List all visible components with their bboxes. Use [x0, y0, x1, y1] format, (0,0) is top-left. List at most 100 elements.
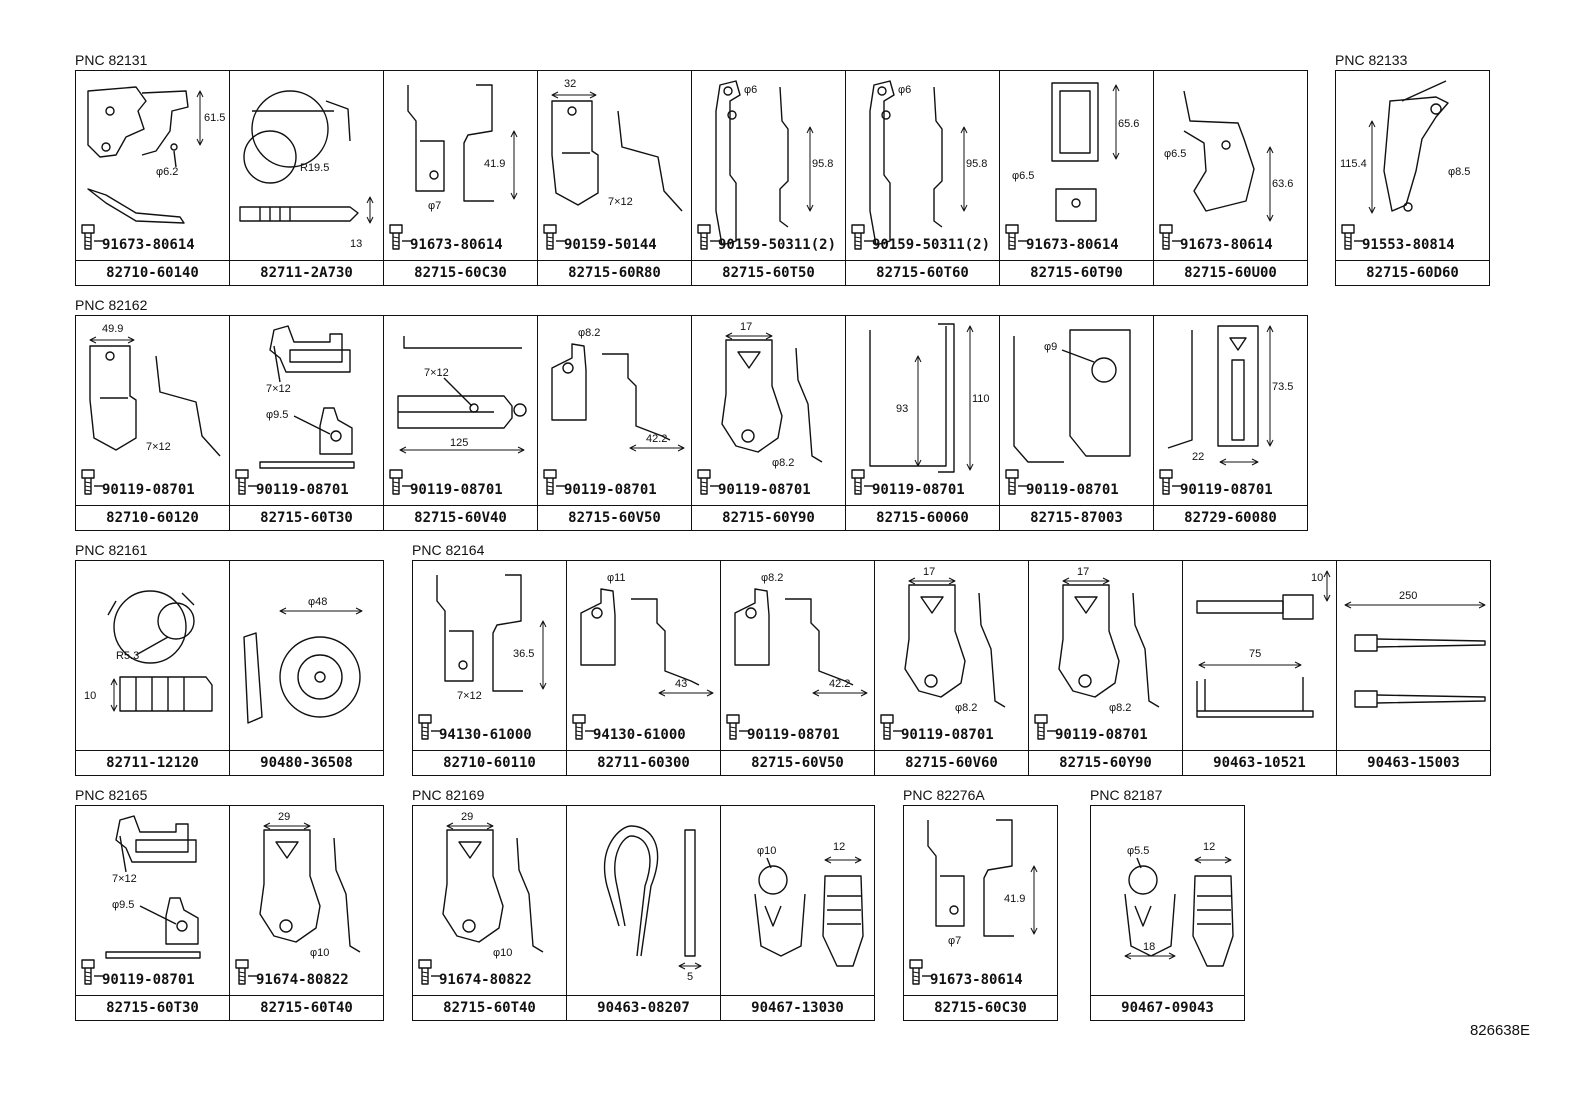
dimension-label: 41.9	[484, 158, 505, 170]
part-outline	[1231, 359, 1245, 441]
part-number: 90467-09043	[1091, 995, 1244, 1020]
hole-outline	[1078, 674, 1092, 688]
part-outline	[273, 345, 281, 383]
part-outline	[463, 84, 494, 202]
hole-outline	[1430, 103, 1442, 115]
part-illustration: φ9	[1005, 329, 1131, 495]
dimension-label: 18	[1143, 941, 1155, 953]
part-outline	[119, 835, 127, 873]
hole-outline	[513, 403, 527, 417]
dimension-label: φ5.5	[1127, 845, 1149, 857]
part-outline	[259, 461, 355, 469]
bolt-icon	[851, 224, 874, 250]
bolt-part-number: 91553-80814	[1362, 237, 1455, 253]
part-outline	[135, 839, 189, 853]
dimension-label: 42.2	[829, 678, 850, 690]
bolt-part-number: 90159-50311(2)	[718, 237, 837, 253]
diagram-id: 826638E	[1469, 1022, 1530, 1039]
dimension-label: 36.5	[513, 648, 534, 660]
dimension-label: φ6.5	[1164, 148, 1186, 160]
part-illustration: 41.9 φ7	[389, 84, 518, 250]
dimension-label: 17	[1077, 566, 1089, 578]
part-outline	[933, 86, 943, 228]
part-illustration: 41.9φ7	[909, 819, 1038, 985]
group-title: PNC 82162	[75, 297, 148, 313]
bolt-part-number: 91673-80614	[410, 237, 503, 253]
hole-outline	[279, 636, 361, 718]
bolt-part-number: 91674-80822	[439, 972, 532, 988]
dimension-label: φ9	[1044, 341, 1057, 353]
group-title: PNC 82276A	[903, 787, 985, 803]
bolt-icon	[697, 469, 720, 495]
hole-outline	[157, 602, 195, 640]
hole-outline	[170, 143, 178, 151]
part-illustration: 250	[1344, 590, 1486, 708]
part-outline	[938, 323, 955, 473]
part-outline	[551, 343, 587, 421]
bolt-icon	[543, 224, 566, 250]
part-outline	[516, 837, 544, 953]
part-outline	[458, 841, 482, 859]
part-outline	[407, 85, 445, 192]
hole-outline	[297, 654, 343, 700]
bolt-icon	[81, 959, 104, 985]
hole-outline	[314, 671, 326, 683]
part-outline	[1183, 90, 1255, 212]
part-outline	[617, 110, 683, 212]
bolt-icon	[572, 714, 595, 740]
bolt-icon	[1005, 224, 1028, 250]
dimension-label: φ6	[744, 84, 757, 96]
bolt-icon	[880, 714, 903, 740]
group-title: PNC 82169	[412, 787, 485, 803]
bolt-part-number: 90119-08701	[1180, 482, 1273, 498]
bolt-icon	[726, 714, 749, 740]
bolt-part-number: 90119-08701	[747, 727, 840, 743]
part-illustration: 49.97×12	[81, 323, 221, 495]
hole-outline	[458, 660, 468, 670]
hole-outline	[881, 110, 891, 120]
part-outline	[436, 575, 474, 682]
dimension-label: 29	[278, 811, 290, 823]
hole-outline	[562, 362, 574, 374]
hole-outline	[877, 86, 887, 96]
part-outline	[734, 588, 770, 666]
part-number: 82715-60V50	[721, 750, 874, 775]
dimension-label: φ7	[428, 200, 441, 212]
part-number: 82715-60T30	[76, 995, 229, 1020]
part-outline	[165, 897, 199, 945]
hole-outline	[1071, 198, 1081, 208]
part-outline	[1376, 638, 1486, 648]
dimension-label: 43	[675, 678, 687, 690]
hole-outline	[251, 90, 329, 168]
part-outline	[141, 90, 189, 156]
part-number: 90463-15003	[1337, 750, 1490, 775]
hole-outline	[429, 170, 439, 180]
part-outline	[551, 100, 599, 206]
part-cell: 250 90463-15003	[1336, 560, 1491, 776]
dimension-label: 7×12	[146, 441, 171, 453]
part-outline	[869, 80, 895, 246]
dimension-label: 93	[896, 403, 908, 415]
part-outline	[1134, 905, 1152, 927]
part-outline	[1074, 596, 1098, 614]
part-illustration: 327×12	[543, 78, 683, 250]
dimension-label: φ6.5	[1012, 170, 1034, 182]
part-number: 82710-60110	[413, 750, 566, 775]
